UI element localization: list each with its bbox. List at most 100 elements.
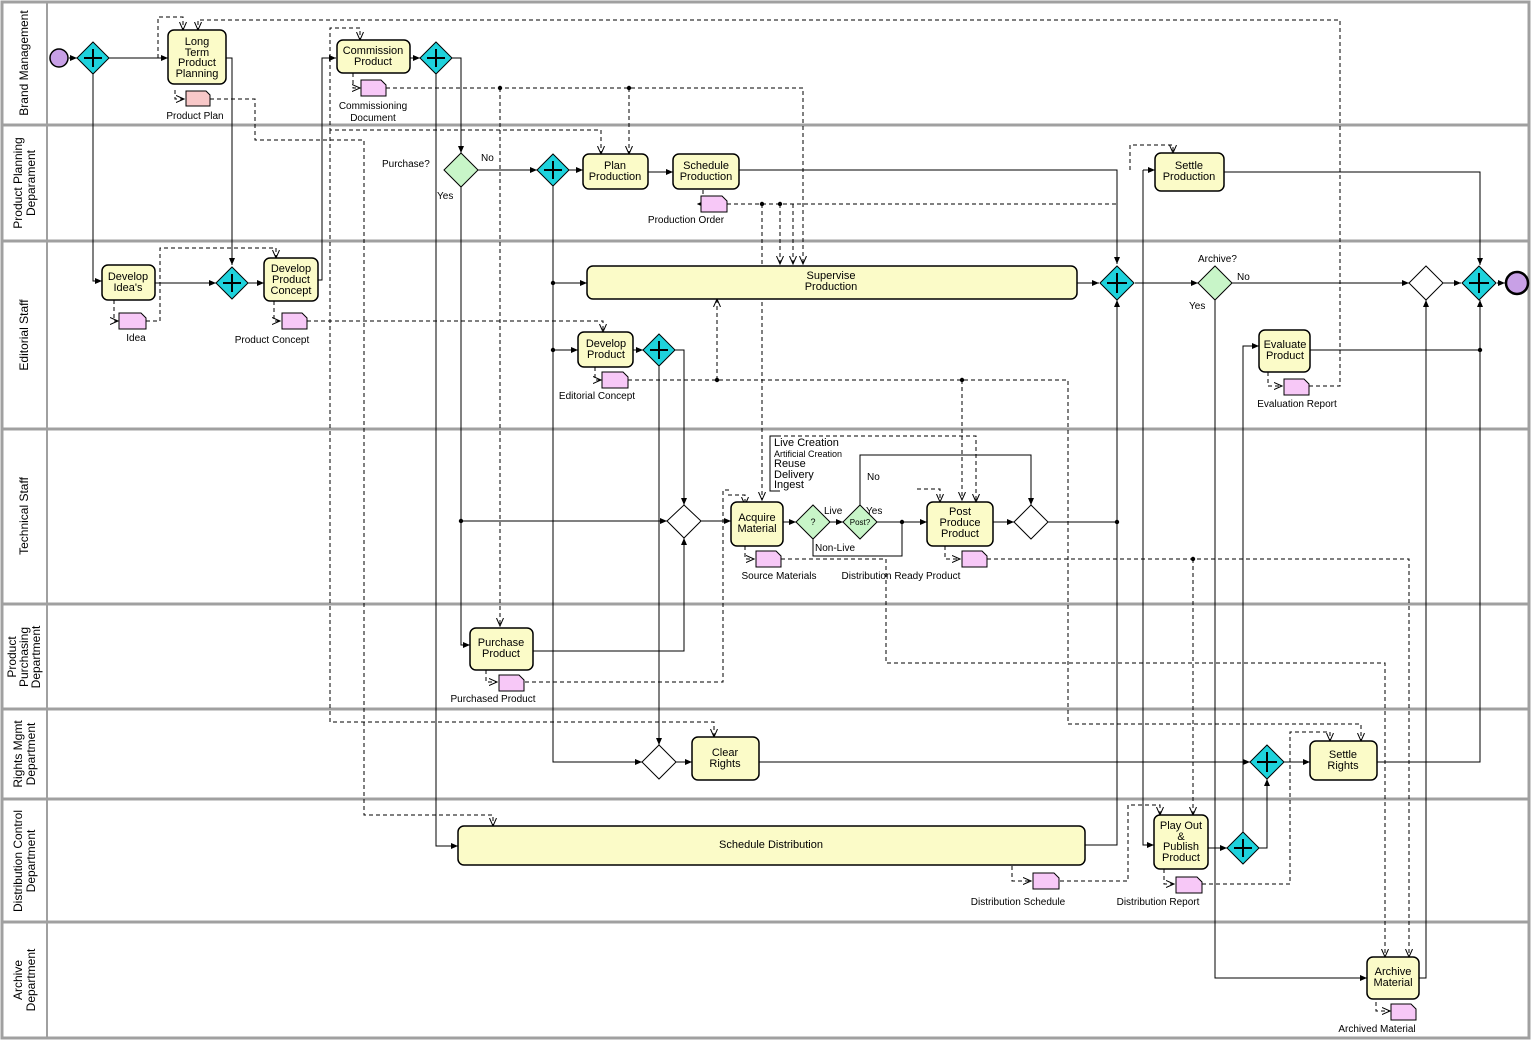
lane-label-brand-management: Brand Management xyxy=(17,10,31,116)
archive-yes-label: Yes xyxy=(1189,301,1205,312)
svg-text:Evaluation Report: Evaluation Report xyxy=(1257,399,1337,410)
parallel-gateways xyxy=(76,41,1497,865)
post-no-label: No xyxy=(867,472,880,483)
lane-label-archive: ArchiveDepartment xyxy=(11,948,38,1011)
purchase-no-label: No xyxy=(481,153,494,164)
non-live-label: Non-Live xyxy=(815,543,855,554)
svg-text:Editorial Concept: Editorial Concept xyxy=(559,391,635,402)
svg-text:Reuse: Reuse xyxy=(774,458,806,470)
junction-dots xyxy=(458,85,1483,562)
archive-no-label: No xyxy=(1237,272,1250,283)
document-distribution-ready-product: Distribution Ready Product xyxy=(842,550,988,582)
document-source-materials: Source Materials xyxy=(741,550,817,582)
lane-label-product-planning: Product PlanningDeparament xyxy=(11,137,38,228)
gateway-labels: Purchase? No Yes Archive? No Yes ? Post?… xyxy=(382,153,1250,554)
purchase-yes-label: Yes xyxy=(437,191,453,202)
document-evaluation-report: Evaluation Report xyxy=(1257,378,1337,410)
archive-question-label: Archive? xyxy=(1198,254,1237,265)
merge-gateway xyxy=(666,504,702,539)
purchase-gateway xyxy=(443,152,479,188)
archive-gateway xyxy=(1197,265,1233,301)
lane-label-editorial-staff: Editorial Staff xyxy=(17,299,31,371)
exclusive-gateways xyxy=(443,152,1444,780)
material-source-annotation: Live Creation Artificial Creation Reuse … xyxy=(769,435,842,492)
merge-gateway xyxy=(1013,504,1049,540)
live-label: Live xyxy=(824,506,843,517)
document-product-plan: Product Plan xyxy=(166,90,224,122)
parallel-gateway xyxy=(1249,744,1285,780)
sequence-flows xyxy=(69,55,1505,981)
purchase-question-label: Purchase? xyxy=(382,159,430,170)
post-question-label: Post? xyxy=(850,518,871,527)
document-product-concept: Product Concept xyxy=(235,312,310,346)
lane-label-distribution-control: Distribution ControlDepartment xyxy=(11,810,38,912)
svg-text:Purchased Product: Purchased Product xyxy=(450,694,535,705)
parallel-gateway xyxy=(642,333,676,367)
svg-text:Artificial Creation: Artificial Creation xyxy=(774,449,842,459)
parallel-gateway xyxy=(76,41,110,75)
svg-text:Source Materials: Source Materials xyxy=(741,571,816,582)
document-production-order: Production Order xyxy=(648,195,728,226)
merge-gateway xyxy=(1408,265,1444,301)
svg-text:Ingest: Ingest xyxy=(774,479,804,491)
parallel-gateway xyxy=(1461,265,1497,301)
document-idea: Idea xyxy=(118,312,147,344)
post-gateway xyxy=(842,504,878,540)
data-associations xyxy=(114,16,1409,1011)
parallel-gateway xyxy=(1226,831,1260,865)
merge-gateway xyxy=(641,744,677,780)
document-distribution-report: Distribution Report xyxy=(1117,876,1203,908)
svg-text:Product Concept: Product Concept xyxy=(235,335,310,346)
svg-text:Idea: Idea xyxy=(126,333,146,344)
parallel-gateway xyxy=(419,41,453,75)
task-schedule-distribution: Schedule Distribution xyxy=(457,825,1086,866)
svg-text:Distribution Report: Distribution Report xyxy=(1117,897,1200,908)
svg-text:Archived Material: Archived Material xyxy=(1338,1024,1415,1035)
lane-label-product-purchasing: ProductPurchasingDepartment xyxy=(5,625,43,688)
parallel-gateway xyxy=(1099,265,1135,301)
svg-text:Distribution Ready Product: Distribution Ready Product xyxy=(842,571,961,582)
svg-text:Distribution Schedule: Distribution Schedule xyxy=(971,897,1066,908)
lane-labels: Brand Management Product PlanningDeparam… xyxy=(5,10,43,1012)
document-purchased-product: Purchased Product xyxy=(450,674,536,705)
parallel-gateway xyxy=(536,153,570,187)
svg-text:Schedule Distribution: Schedule Distribution xyxy=(719,839,823,851)
svg-text:Production Order: Production Order xyxy=(648,215,725,226)
svg-text:Delivery: Delivery xyxy=(774,469,814,481)
material-question-mark: ? xyxy=(810,517,815,527)
lane-label-technical-staff: Technical Staff xyxy=(17,476,31,554)
svg-text:Product Plan: Product Plan xyxy=(166,111,223,122)
